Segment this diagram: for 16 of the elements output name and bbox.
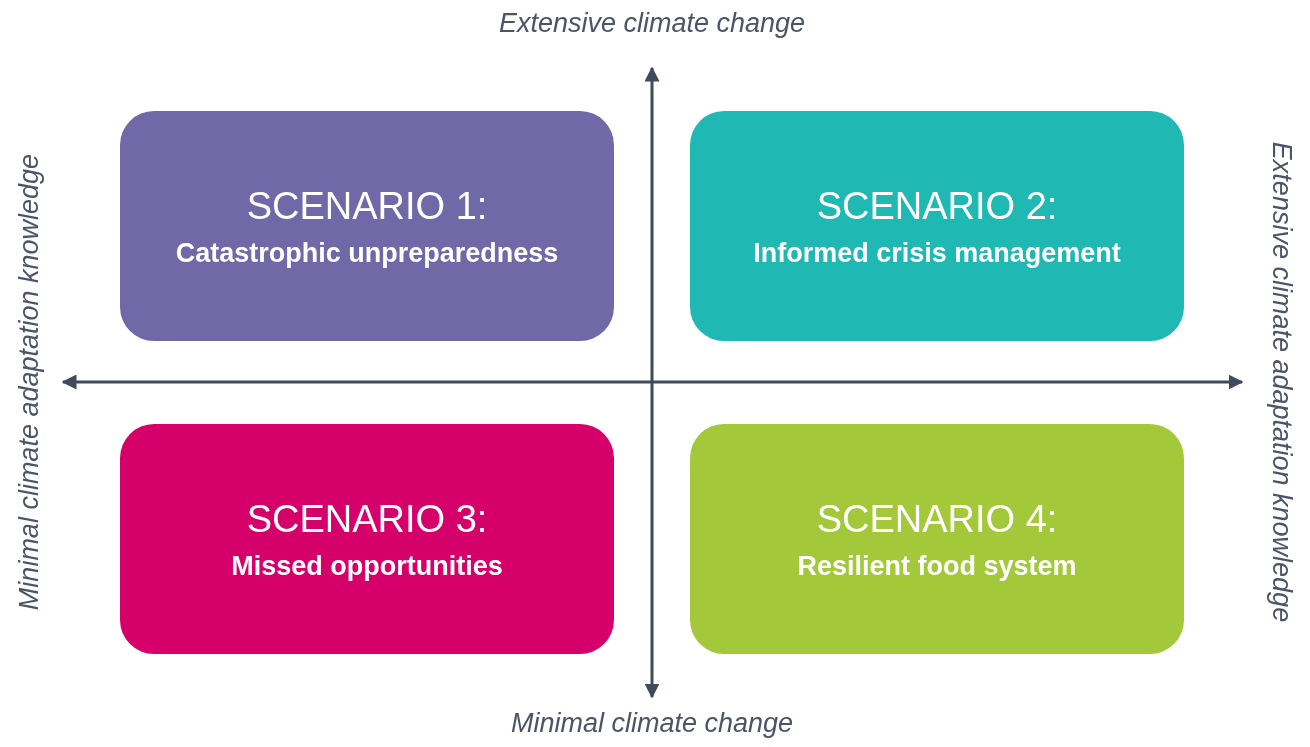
scenario-box — [120, 111, 614, 341]
scenario-title: Catastrophic unpreparedness — [175, 237, 559, 269]
axis-label: Extensive climate change — [498, 8, 806, 39]
scenario-number: SCENARIO 3: — [246, 496, 488, 541]
scenario-number: SCENARIO 2: — [816, 183, 1058, 228]
scenario-box — [690, 111, 1184, 341]
axis-label: Minimal climate adaptation knowledge — [14, 153, 45, 611]
scenario-number: SCENARIO 4: — [816, 496, 1058, 541]
scenario-title: Informed crisis management — [753, 237, 1121, 269]
scenario-box — [690, 424, 1184, 654]
axis-label: Extensive climate adaptation knowledge — [1266, 141, 1297, 623]
axis-label: Minimal climate change — [510, 708, 794, 739]
scenario-title: Resilient food system — [797, 550, 1077, 582]
scenario-title: Missed opportunities — [231, 550, 503, 582]
scenario-box — [120, 424, 614, 654]
scenario-number: SCENARIO 1: — [246, 183, 488, 228]
